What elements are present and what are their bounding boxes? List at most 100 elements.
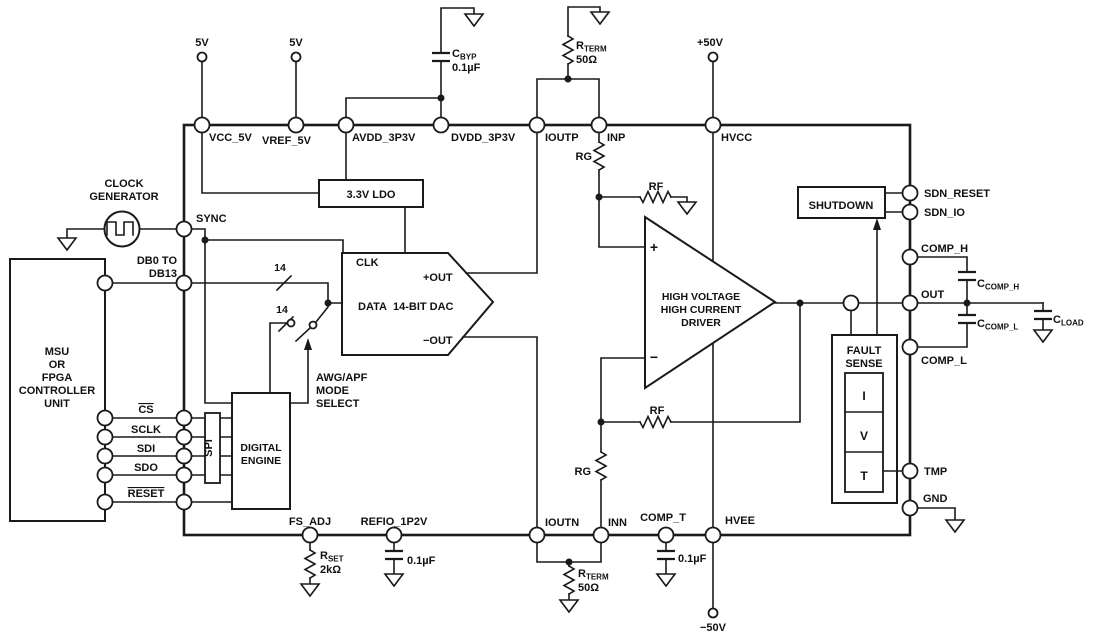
rset-ground-icon <box>299 583 321 598</box>
msu-to-chip-wires <box>111 282 178 503</box>
supply-minus50v-label: −50V <box>700 622 727 634</box>
comp-t-ground-icon <box>655 573 677 588</box>
msu-label-5-label: UNIT <box>44 398 70 410</box>
clock-ground-icon <box>56 237 78 252</box>
cap-comp-h-ref-label: CCOMP_H <box>977 278 1019 292</box>
supply-5v-right-label: 5V <box>289 37 303 49</box>
switch-blade <box>294 326 312 343</box>
gnd-pin-wire <box>916 507 966 534</box>
pin-inp-circle <box>590 116 608 134</box>
pin-comp-t-circle <box>657 526 675 544</box>
dac-name-label: 14-BIT DAC <box>393 301 454 313</box>
pin-comp-h-label: COMP_H <box>921 243 968 255</box>
chip-outline <box>182 123 912 537</box>
pin-vcc-5v-label: VCC_5V <box>209 132 252 144</box>
pin-sync-circle <box>175 220 193 238</box>
digital-engine-label-2-label: ENGINE <box>241 455 281 467</box>
fs-adj-resistor <box>299 541 321 598</box>
pin-sync-label: SYNC <box>196 213 227 225</box>
dac-pin-clk-label: CLK <box>356 257 379 269</box>
msu-label-3-label: FPGA <box>42 372 73 384</box>
pin-avdd-circle <box>337 116 355 134</box>
pin-inn-circle <box>592 526 610 544</box>
dac-nout-wire <box>462 336 538 529</box>
pin-sdn-reset-label: SDN_RESET <box>924 188 990 200</box>
pin-reset-circle <box>175 493 193 511</box>
msu-pin-cs-circle <box>96 409 114 427</box>
supply-plus50v-label: +50V <box>697 37 724 49</box>
pin-vcc-5v-circle <box>193 116 211 134</box>
rg-top-resistor <box>592 140 606 172</box>
driver-triangle <box>644 215 777 390</box>
clock-waveform-icon <box>106 221 134 236</box>
pin-avdd-3p3v-label: AVDD_3P3V <box>352 132 416 144</box>
fault-sense-i-label: I <box>862 389 865 403</box>
fault-sense-t-label: T <box>860 469 868 483</box>
input-network-bottom <box>594 302 801 529</box>
pin-comp-l-circle <box>901 338 919 356</box>
dac-pout-wire <box>465 131 538 274</box>
msu-pin-sclk-circle <box>96 428 114 446</box>
pin-inp-label: INP <box>607 132 625 144</box>
rg-bottom-resistor <box>594 450 608 482</box>
pin-vref-5v-circle <box>287 116 305 134</box>
res-term-bottom-value-label: 50Ω <box>578 582 599 594</box>
mode-select-label-3-label: SELECT <box>316 398 360 410</box>
signal-sdo-label: SDO <box>134 462 158 474</box>
driver-label-1-label: HIGH VOLTAGE <box>662 291 740 303</box>
gnd-ground-icon <box>944 519 966 534</box>
pin-sdn-io-label: SDN_IO <box>924 207 965 219</box>
comp-l-capacitor <box>916 302 976 348</box>
supply-5v-right-wire <box>290 51 302 119</box>
pin-inn-label: INN <box>608 517 627 529</box>
res-rg-top-label: RG <box>576 151 593 163</box>
msu-label-1-label: MSU <box>45 346 70 358</box>
pin-gnd-label: GND <box>923 493 948 505</box>
pin-sdi-circle <box>175 447 193 465</box>
cap-comp-l-ref-label: CCOMP_L <box>977 318 1018 332</box>
clock-generator-title-2-label: GENERATOR <box>89 191 158 203</box>
supply-plus50v-wire <box>707 51 719 119</box>
shutdown-label-label: SHUTDOWN <box>809 200 874 212</box>
pin-sdn-reset-circle <box>901 184 919 202</box>
cap-load-ref-label: CLOAD <box>1053 314 1084 328</box>
dac-pin-data-label: DATA <box>358 301 387 313</box>
pin-ioutp-label: IOUTP <box>545 132 579 144</box>
msu-label-2-label: OR <box>49 359 66 371</box>
signal-sdi-label: SDI <box>137 443 155 455</box>
pin-fs-adj-label: FS_ADJ <box>289 516 331 528</box>
msu-label-4-label: CONTROLLER <box>19 385 95 397</box>
res-rf-top-label: RF <box>649 181 664 193</box>
supply-minus50v-wire <box>707 541 719 619</box>
driver-plus-input-label: + <box>650 239 658 255</box>
msu-fpga-controller-box <box>9 258 106 522</box>
ldo-block <box>201 131 424 254</box>
res-rf-bottom-label: RF <box>650 405 665 417</box>
pin-out-label: OUT <box>921 289 945 301</box>
signal-sclk-label: SCLK <box>131 424 161 436</box>
dac-block <box>341 131 538 529</box>
ldo-label-label: 3.3V LDO <box>347 189 396 201</box>
pin-comp-t-label: COMP_T <box>640 512 686 524</box>
pin-ioutn-circle <box>528 526 546 544</box>
rf-bottom-resistor <box>638 414 673 430</box>
pin-sclk-circle <box>175 428 193 446</box>
pin-hvcc-label: HVCC <box>721 132 752 144</box>
cap-refio-value-label: 0.1µF <box>407 555 436 567</box>
pin-ioutp-circle <box>528 116 546 134</box>
msu-pin-db-circle <box>96 274 114 292</box>
mode-select-label-2-label: MODE <box>316 385 349 397</box>
res-set-value-label: 2kΩ <box>320 564 341 576</box>
res-set-ref-label: RSET <box>320 550 344 564</box>
bus-width-top-label: 14 <box>274 262 286 274</box>
bus-width-bottom-label: 14 <box>276 304 288 316</box>
pin-comp-h-circle <box>901 248 919 266</box>
pin-hvcc-circle <box>704 116 722 134</box>
res-term-bottom-ref-label: RTERM <box>578 568 609 582</box>
pin-vref-5v-label: VREF_5V <box>262 135 312 147</box>
pin-cs-circle <box>175 409 193 427</box>
mode-select-label-1-label: AWG/APF <box>316 372 368 384</box>
